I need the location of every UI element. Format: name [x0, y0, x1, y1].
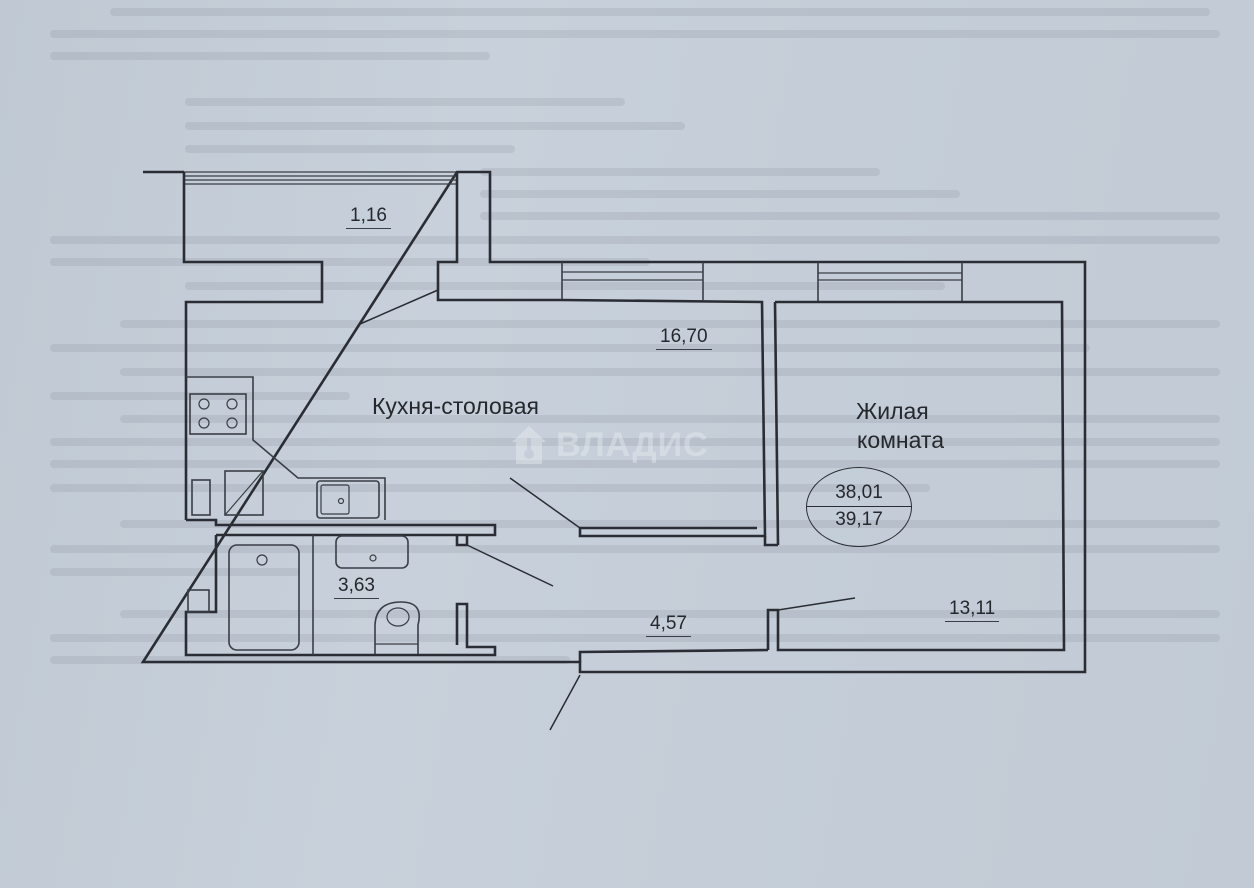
watermark: ВЛАДИС — [510, 424, 709, 466]
balcony-window-icon — [184, 171, 457, 185]
toilet-icon — [374, 601, 420, 654]
entrance-wall — [578, 648, 769, 662]
bathroom-door-swing — [466, 544, 554, 587]
living-room-name-line2: комната — [857, 427, 944, 453]
watermark-text: ВЛАДИС — [556, 425, 709, 464]
kitchen-area: 16,70 — [656, 326, 712, 350]
radiator-icon — [191, 479, 211, 516]
balcony-door-swing — [359, 289, 439, 325]
kitchen-counter — [186, 376, 386, 520]
total-area-ellipse: 38,01 39,17 — [806, 467, 912, 547]
kitchen-bottom-wall — [186, 518, 497, 537]
living-room-wall — [766, 300, 1066, 652]
partition-wall — [763, 301, 780, 547]
entrance-door-swing — [549, 674, 581, 731]
washbasin-icon — [335, 535, 409, 569]
kitchen-window-icon — [561, 262, 704, 300]
balcony-right-wall — [436, 172, 562, 302]
shaft-icon — [187, 589, 210, 613]
living-room-name-line1: Жилая — [856, 398, 929, 424]
bathroom-area: 3,63 — [334, 575, 379, 599]
overall-total-area: 39,17 — [835, 509, 883, 530]
house-key-logo-icon — [512, 426, 546, 464]
kitchen-name: Кухня-столовая — [372, 393, 539, 419]
kitchen-top-wall — [561, 298, 767, 538]
living-door-swing — [777, 597, 856, 611]
kitchen-sink-icon — [316, 480, 380, 519]
balcony-area: 1,16 — [346, 205, 391, 229]
living-window-icon — [817, 262, 963, 302]
stove-icon — [189, 393, 247, 435]
balcony-wall — [182, 172, 324, 520]
ellipse-divider — [807, 506, 911, 507]
kitchen-door-swing — [509, 477, 581, 529]
outer-wall — [140, 170, 1087, 674]
hallway-area: 4,57 — [646, 613, 691, 637]
living-total-area: 38,01 — [835, 482, 883, 503]
bathtub-icon — [228, 544, 300, 651]
fridge-icon — [224, 470, 264, 516]
living-room-area: 13,11 — [945, 598, 1000, 622]
